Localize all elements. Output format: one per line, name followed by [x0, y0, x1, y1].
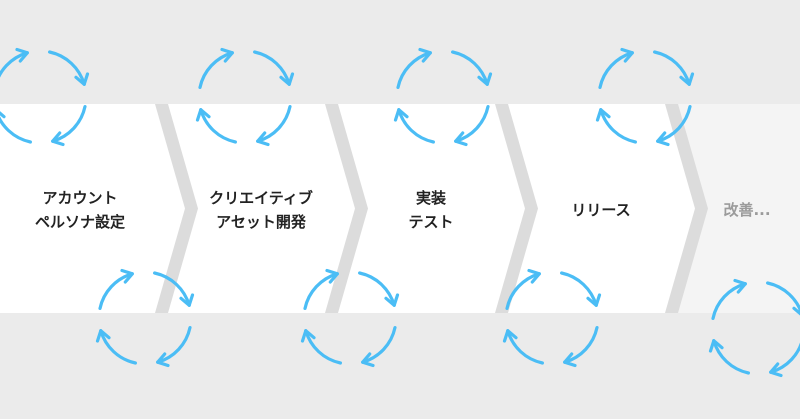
cycle-arc [505, 272, 541, 310]
circular-arrows-icon [300, 268, 400, 368]
cycle-arrowhead [95, 329, 111, 343]
cycle-arrowhead [15, 47, 29, 63]
stage-label-4: リリース [526, 198, 676, 222]
cycle-arc [712, 339, 750, 375]
cycle-arc [656, 105, 692, 143]
cycle-arc [98, 272, 134, 310]
cycle-arrowhead [220, 47, 234, 63]
stage-4-line-1: リリース [571, 201, 631, 219]
cycle-arrowhead [620, 47, 634, 63]
cycle-arc [769, 342, 800, 374]
circular-arrows-icon [708, 278, 800, 378]
stage-label-2: クリエイティブ アセット開発 [186, 186, 336, 234]
cycle-arc [156, 326, 192, 364]
cycle-arc [766, 281, 800, 314]
stage-1-line-1: アカウント [42, 189, 118, 207]
cycle-arc [563, 326, 599, 364]
stage-label-1: アカウント ペルソナ設定 [0, 186, 160, 234]
cycle-arrowhead [393, 108, 409, 122]
cycle-arc [397, 108, 435, 144]
cycle-arc [599, 108, 637, 144]
circular-arrows-icon [393, 47, 493, 147]
circular-arrows-icon [595, 47, 695, 147]
cycle-arc [199, 108, 237, 144]
cycle-arrowhead [679, 72, 695, 86]
cycle-arc [253, 50, 291, 86]
cycle-arrowhead [325, 268, 339, 284]
cycle-arc [99, 329, 137, 365]
cycle-arc [560, 271, 598, 307]
stage-1-line-2: ペルソナ設定 [34, 213, 125, 231]
cycle-arrowhead [563, 352, 577, 368]
cycle-arc [361, 326, 397, 364]
cycle-arrowhead [51, 131, 65, 147]
cycle-arrowhead [384, 293, 400, 307]
stage-chevron-4 [508, 104, 695, 313]
cycle-arrowhead [418, 47, 432, 63]
circular-arrows-icon [502, 268, 602, 368]
cycle-arrowhead [477, 72, 493, 86]
stage-2-line-1: クリエイティブ [209, 189, 313, 207]
cycle-arc [653, 50, 691, 86]
stage-chevron-3 [338, 104, 525, 313]
stage-chevron-1 [0, 104, 185, 313]
cycle-arrowhead [792, 306, 800, 316]
cycle-arc [256, 105, 292, 143]
cycle-arrowhead [156, 352, 170, 368]
cycle-arrowhead [454, 131, 468, 147]
cycle-arc [198, 51, 234, 89]
cycle-arrowhead [733, 278, 747, 294]
cycle-arc [396, 51, 432, 89]
cycle-arrowhead [279, 72, 295, 86]
cycle-arc [711, 282, 747, 320]
cycle-arrowhead [300, 329, 316, 343]
stage-label-5: 改善... [694, 198, 800, 222]
cycle-arrowhead [74, 72, 90, 86]
cycle-arrowhead [0, 111, 6, 119]
cycle-arc [153, 271, 191, 307]
stage-5-line-1: 改善... [723, 201, 771, 219]
circular-arrows-icon [0, 47, 90, 147]
cycle-arrowhead [527, 268, 541, 284]
cycle-arrowhead [769, 362, 783, 378]
cycle-arc [303, 272, 339, 310]
cycle-arrowhead [502, 329, 518, 343]
cycle-arrowhead [120, 268, 134, 284]
cycle-arrowhead [708, 339, 724, 353]
cycle-arc [358, 271, 396, 307]
cycle-arc [0, 116, 32, 144]
cycle-arrowhead [361, 352, 375, 368]
cycle-arc [48, 50, 86, 86]
stage-chevron-2 [168, 104, 355, 313]
stage-chevron-5 [678, 104, 800, 313]
cycle-arrowhead [195, 108, 211, 122]
cycle-arc [304, 329, 342, 365]
stage-label-3: 実装 テスト [356, 186, 506, 234]
cycle-arrowhead [656, 131, 670, 147]
circular-arrows-icon [95, 268, 195, 368]
stage-3-line-1: 実装 [415, 189, 446, 207]
stage-3-line-2: テスト [408, 213, 454, 231]
cycle-arrowhead [586, 293, 602, 307]
cycle-arc [0, 51, 29, 78]
cycle-arc [451, 50, 489, 86]
stage-2-line-2: アセット開発 [216, 213, 306, 231]
cycle-arrowhead [179, 293, 195, 307]
cycle-arrowhead [595, 108, 611, 122]
cycle-arrowhead [256, 131, 270, 147]
cycle-arc [51, 105, 87, 143]
cycle-arc [454, 105, 490, 143]
cycle-arc [598, 51, 634, 89]
circular-arrows-icon [195, 47, 295, 147]
cycle-arc [506, 329, 544, 365]
